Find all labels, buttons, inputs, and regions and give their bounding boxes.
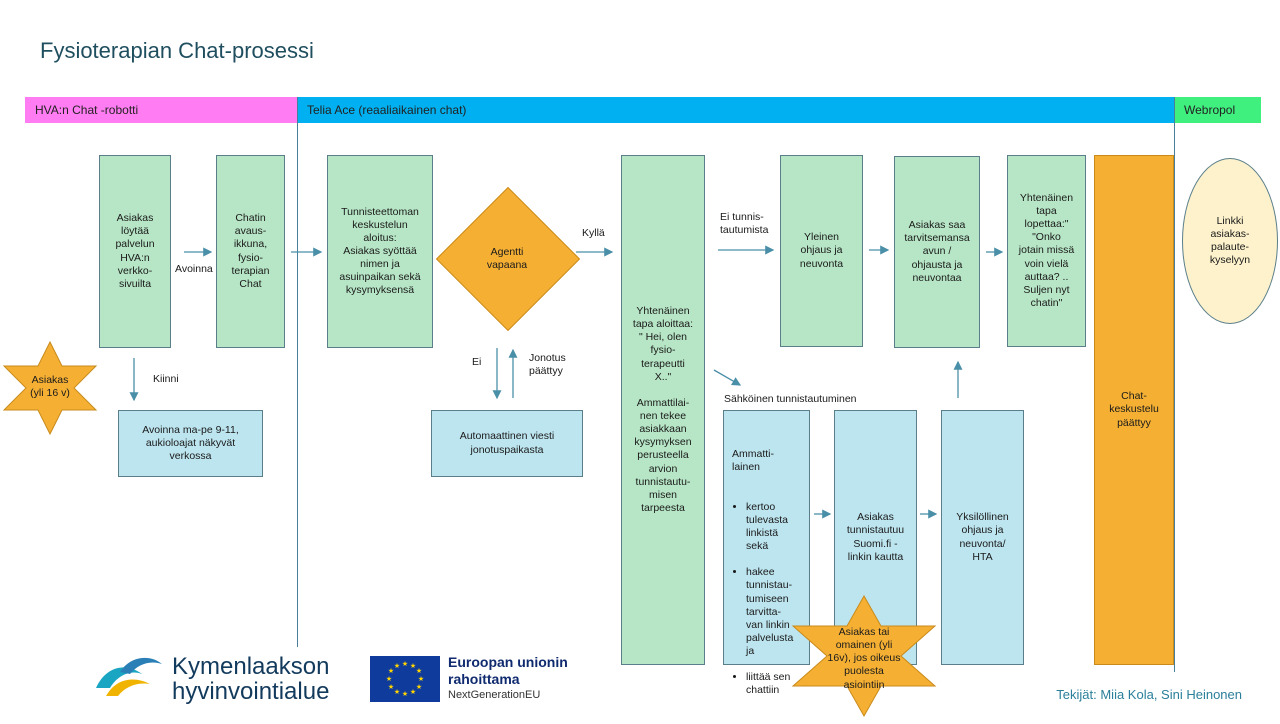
star-asiakas-label: Asiakas (yli 16 v) [30,374,70,400]
node-chatin-avausikkuna: Chatin avaus- ikkuna, fysio- terapian Ch… [216,155,285,348]
node-yhtenainen-tapa-aloittaa: Yhtenäinen tapa aloittaa: " Hei, olen fy… [621,155,705,665]
node-asiakas-saa-avun: Asiakas saa tarvitsemansa avun / ohjaust… [894,156,980,348]
node-yksilollinen-ohjaus: Yksilöllinen ohjaus ja neuvonta/ HTA [941,410,1024,665]
svg-text:★: ★ [388,667,394,675]
ammattilainen-title: Ammatti- lainen [732,448,774,474]
node-ammattilainen-ohjeet: Ammatti- lainen kertoo tulevasta linkist… [723,410,810,696]
eu-flag-icon: ★★★ ★★★ ★★★ ★★★ [370,656,440,702]
svg-text:★: ★ [418,675,424,683]
lane-divider-hva-telia [297,97,298,647]
edge-label-avoinna: Avoinna [175,263,213,275]
ammattilainen-item-2: hakee tunnistau- tumiseen tarvitta- van … [746,566,803,658]
star-asiakas-tai-omainen-shape [791,594,937,718]
svg-text:★: ★ [402,660,408,668]
node-automaattinen-viesti: Automaattinen viesti jonotuspaikasta [431,410,583,477]
node-asiakas-loytaa-palvelun: Asiakas löytää palvelun HVA:n verkko- si… [99,155,171,348]
svg-text:★: ★ [410,662,416,670]
eu-text-line1: Euroopan unionin [448,654,568,670]
band-telia-ace: Telia Ace (reaaliaikainen chat) [297,97,1174,123]
svg-text:★: ★ [394,688,400,696]
eu-text-line3: NextGenerationEU [448,689,541,701]
node-avoinna-aukioloajat: Avoinna ma-pe 9-11, aukioloajat näkyvät … [118,410,263,477]
lane-divider-telia-webropol [1174,97,1175,672]
edge-label-ei-tunnistautumista: Ei tunnis- tautumista [720,211,769,237]
svg-text:★: ★ [402,690,408,698]
edge-label-sahkoinen-tunnistautuminen: Sähköinen tunnistautuminen [724,393,857,405]
decision-agentti-vapaana-label: Agentti vapaana [486,246,528,272]
star-asiakas-tai-omainen-label: Asiakas tai omainen (yli 16v), jos oikeu… [827,626,901,691]
edge-label-kiinni: Kiinni [153,373,179,385]
svg-text:★: ★ [416,667,422,675]
kymenlaakso-logo-line2: hyvinvointialue [172,678,330,705]
node-chat-keskustelu-paattyy: Chat- keskustelu päättyy [1094,155,1174,665]
band-webropol: Webropol [1174,97,1261,123]
band-hva-chat-robotti: HVA:n Chat -robotti [25,97,297,123]
edge-label-ei: Ei [472,356,482,368]
ammattilainen-list: kertoo tulevasta linkistä sekä hakee tun… [732,488,803,711]
svg-text:★: ★ [410,688,416,696]
node-yleinen-ohjaus: Yleinen ohjaus ja neuvonta [780,155,863,347]
edge-label-jonotus-paattyy: Jonotus päättyy [529,352,566,378]
eu-text-line2: rahoittama [448,671,520,687]
kymenlaakso-logo-line1: Kymenlaakson [172,653,330,680]
ammattilainen-item-3: liittää sen chattiin [746,671,803,697]
footer-tekijat: Tekijät: Miia Kola, Sini Heinonen [1056,687,1242,702]
edge-label-kylla: Kyllä [582,227,605,239]
svg-text:★: ★ [388,683,394,691]
star-asiakas-shape [2,340,98,436]
node-yhtenainen-tapa-lopettaa: Yhtenäinen tapa lopettaa:" "Onko jotain … [1007,155,1086,347]
ammattilainen-item-1: kertoo tulevasta linkistä sekä [746,501,803,554]
svg-text:★: ★ [394,662,400,670]
kymenlaakso-wave-logo-icon [96,657,162,696]
svg-text:★: ★ [386,675,392,683]
svg-text:★: ★ [416,683,422,691]
node-linkki-asiakaspalautekyselyyn: Linkki asiakas- palaute- kyselyyn [1182,158,1278,324]
node-tunnisteeton-keskustelu: Tunnisteettoman keskustelun aloitus: Asi… [327,155,433,348]
page-title: Fysioterapian Chat-prosessi [40,38,314,63]
